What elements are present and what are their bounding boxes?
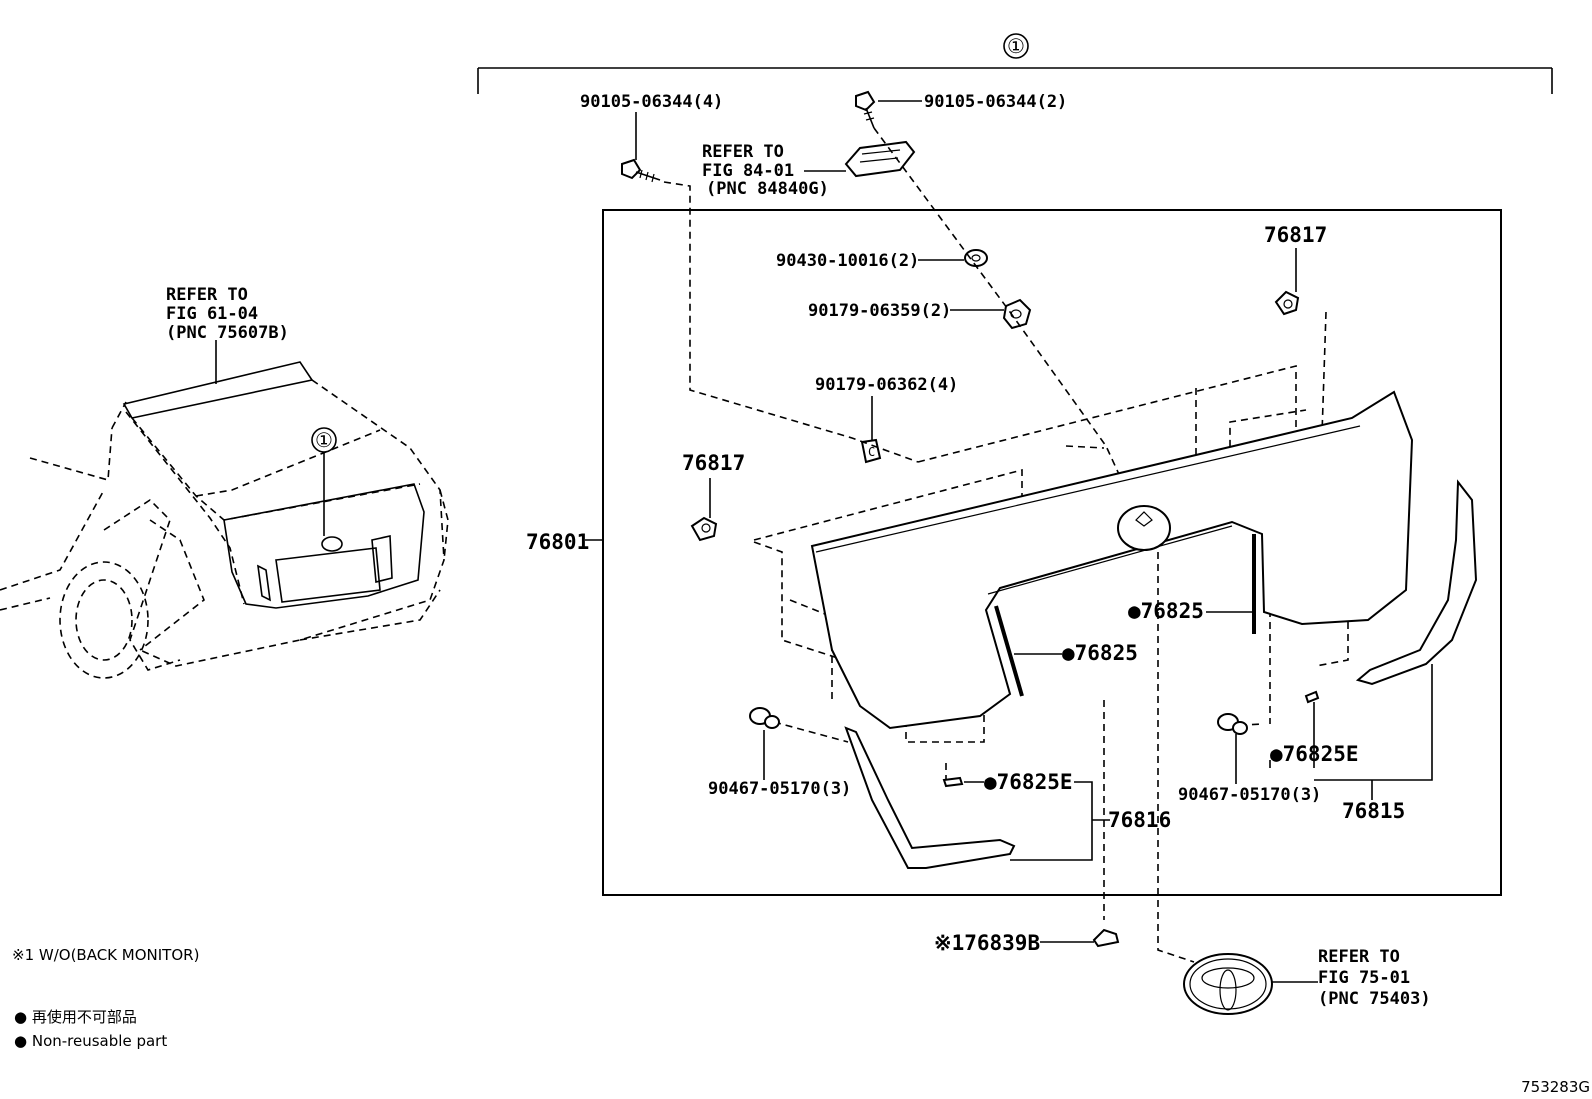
- seal-center-label: ●76825: [1128, 599, 1204, 623]
- pad-left-icon: [942, 776, 964, 788]
- garnish-main-label: 76801: [526, 530, 589, 554]
- assembly-bracket: ①: [477, 33, 1553, 94]
- refer-emblem-line1: REFER TO: [1318, 947, 1400, 967]
- refer-spoiler-line2: FIG 61-04: [166, 304, 258, 324]
- molding-left-icon: [844, 726, 1016, 869]
- clip-left-label: 76817: [682, 451, 745, 475]
- bolt-a-icon: [621, 158, 661, 183]
- refer-camera-line3: (PNC 84840G): [706, 179, 829, 199]
- rivet-right-icon: [1217, 713, 1248, 735]
- legend-note-1: ※1 W/O(BACK MONITOR): [12, 946, 199, 964]
- refer-emblem-line3: (PNC 75403): [1318, 989, 1431, 1009]
- rivet-left-icon: [749, 707, 780, 729]
- overview-marker: ①: [315, 428, 333, 452]
- pad-left-label: ●76825E: [984, 770, 1073, 794]
- svg-text:C: C: [868, 445, 875, 459]
- pad-right-label: ●76825E: [1270, 742, 1359, 766]
- figure-id: 753283G: [1521, 1078, 1590, 1096]
- clip-left-icon: [690, 516, 718, 542]
- refer-camera-line2: FIG 84-01: [702, 161, 794, 181]
- molding-right-label: 76815: [1342, 799, 1405, 823]
- refer-spoiler-line1: REFER TO: [166, 285, 248, 305]
- legend-non-reusable-jp: ● 再使用不可部品: [14, 1008, 137, 1026]
- seal-left-icon: [994, 605, 1024, 697]
- vehicle-overview: [0, 361, 449, 679]
- molding-left-label: 76816: [1108, 808, 1171, 832]
- clip-right-label: 76817: [1264, 223, 1327, 247]
- toyota-emblem-icon: [1183, 953, 1273, 1015]
- clip-nut-icon: C: [860, 438, 882, 464]
- refer-emblem-line2: FIG 75-01: [1318, 968, 1410, 988]
- rivet-left-label: 90467-05170(3): [708, 779, 851, 799]
- washer-icon: [964, 249, 988, 267]
- assembly-marker: ①: [1007, 34, 1025, 58]
- back-door-garnish: [810, 390, 1414, 730]
- clip-right-icon: [1274, 290, 1300, 316]
- pad-right-icon: [1304, 690, 1320, 704]
- nut-label: 90179-06359(2): [808, 301, 951, 321]
- refer-spoiler-line3: (PNC 75607B): [166, 323, 289, 343]
- nut-b-label: 90179-06362(4): [815, 375, 958, 395]
- bolt-b-icon: [855, 90, 876, 129]
- cover-icon: [1092, 928, 1120, 948]
- refer-camera-line1: REFER TO: [702, 142, 784, 162]
- bolt-b-label: 90105-06344(2): [924, 92, 1067, 112]
- cover-label: ※176839B: [934, 931, 1040, 955]
- nut-icon: [1002, 298, 1032, 330]
- detail-frame: [602, 209, 1502, 896]
- seal-left-label: ●76825: [1062, 641, 1138, 665]
- legend-non-reusable-en: ● Non-reusable part: [14, 1032, 167, 1050]
- rivet-right-label: 90467-05170(3): [1178, 785, 1321, 805]
- bolt-a-label: 90105-06344(4): [580, 92, 723, 112]
- camera-icon: [844, 140, 916, 178]
- molding-right-icon: [1355, 479, 1478, 686]
- washer-label: 90430-10016(2): [776, 251, 919, 271]
